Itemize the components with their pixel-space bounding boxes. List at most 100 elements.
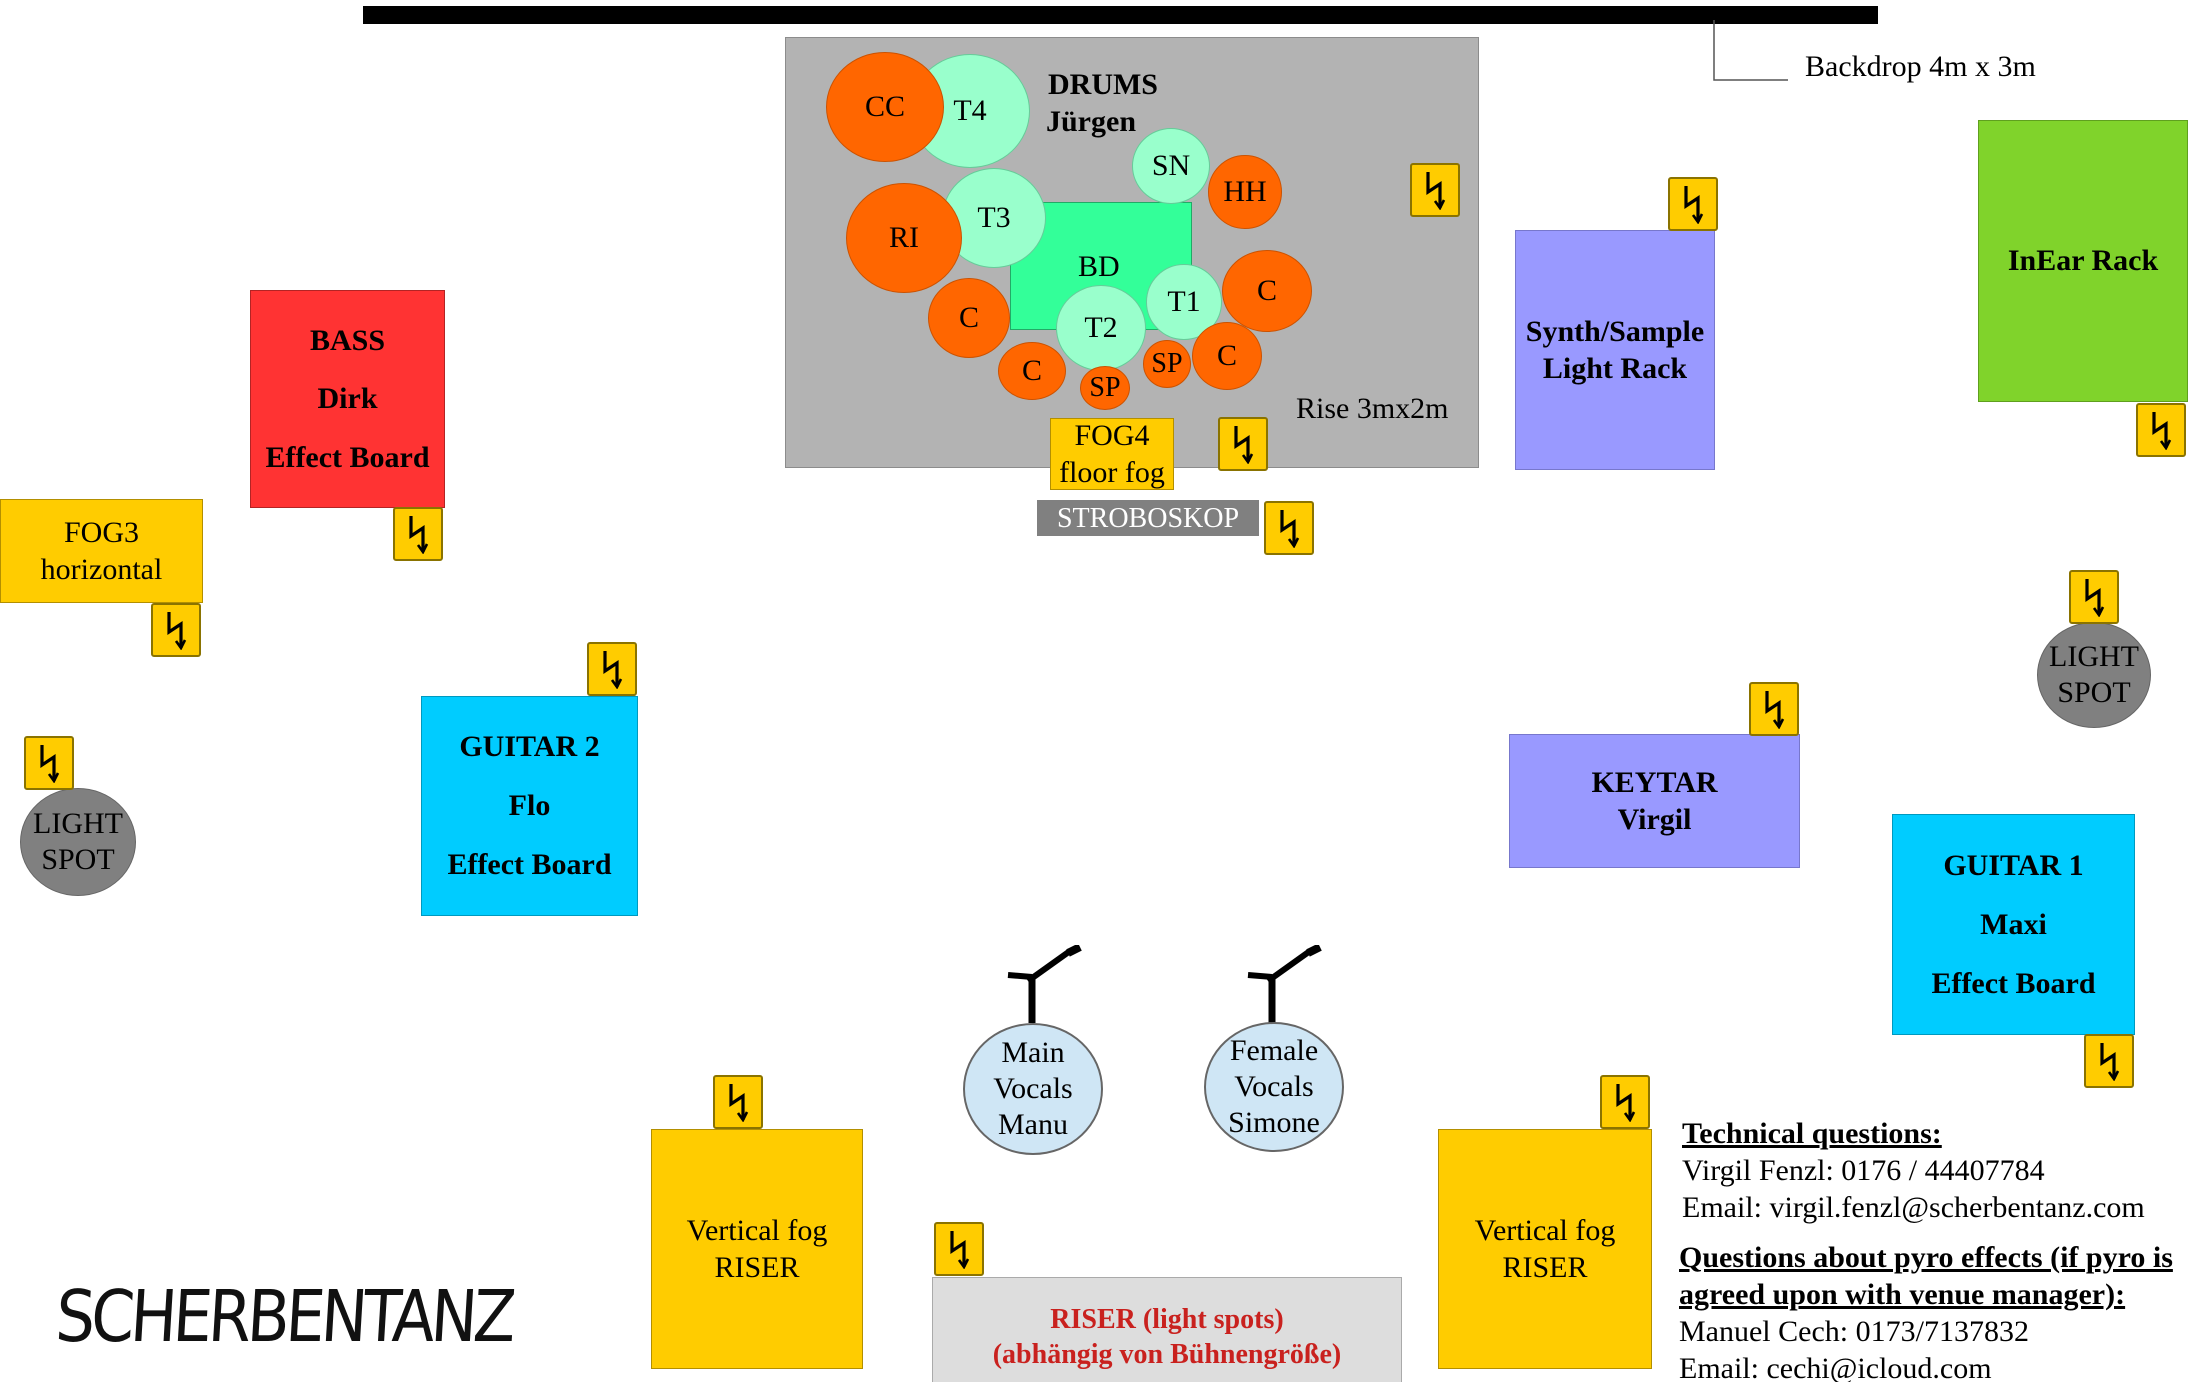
bass-title: BASS (309, 323, 386, 357)
lightning-bolt-icon (405, 514, 431, 554)
vertical-fog-right-sublabel: RISER (1502, 1251, 1588, 1284)
technical-contact-name: Virgil Fenzl: 0176 / 44407784 (1682, 1153, 2045, 1187)
lightning-bolt-icon (163, 610, 189, 650)
fog3-label: FOG3 (63, 515, 139, 549)
fog3-sublabel: horizontal (40, 553, 163, 586)
light-riser-sublabel: (abhängig von Bühnengröße) (992, 1339, 1342, 1370)
lightning-bolt-icon (1680, 184, 1706, 224)
splash-cymbal-2-label: SP (1089, 372, 1121, 404)
guitar-2-title: GUITAR 2 (459, 730, 600, 764)
ride-cymbal: RI (846, 183, 962, 293)
guitar-2-effect-board: Effect Board (447, 848, 612, 882)
stroboskop-label: STROBOSKOP (1056, 502, 1240, 534)
pyro-contact-email: Email: cechi@icloud.com (1679, 1351, 1992, 1382)
vertical-fog-riser-right: Vertical fog RISER (1438, 1129, 1652, 1369)
hi-hat: HH (1208, 155, 1282, 229)
light-spot-right: LIGHT SPOT (2037, 622, 2151, 728)
guitar-2-player: Flo (508, 789, 551, 823)
light-spot-right-sublabel: SPOT (2057, 676, 2131, 709)
crash-cymbal-3-label: C (1216, 339, 1237, 372)
pyro-heading-line-1: Questions about pyro effects (if pyro is (1679, 1241, 2173, 1274)
china-cymbal-label: CC (864, 90, 906, 123)
china-cymbal: CC (826, 52, 944, 162)
female-vocals-label: Female (1229, 1034, 1319, 1067)
power-light-spot-right (2069, 570, 2119, 624)
contact-technical: Technical questions: Virgil Fenzl: 0176 … (1682, 1116, 2145, 1227)
lightning-bolt-icon (1276, 508, 1302, 548)
tom-2: T2 (1056, 285, 1146, 371)
backdrop-bar (363, 6, 1878, 24)
tom-2-label: T2 (1084, 311, 1118, 344)
female-vocals-label-2: Vocals (1234, 1070, 1314, 1103)
lightning-bolt-icon (1230, 424, 1256, 464)
keytar-position: KEYTAR Virgil (1509, 734, 1800, 868)
power-light-riser (934, 1222, 984, 1276)
bass-player: Dirk (317, 382, 378, 416)
main-vocals-name: Manu (998, 1108, 1068, 1141)
guitar-1-player: Maxi (1980, 907, 2047, 941)
lightning-bolt-icon (946, 1229, 972, 1269)
vertical-fog-left-label: Vertical fog (686, 1213, 828, 1247)
tom-4-label: T4 (953, 94, 987, 127)
power-fog4 (1218, 417, 1268, 471)
ride-cymbal-label: RI (889, 221, 919, 254)
bass-drum-label: BD (1078, 250, 1120, 283)
snare-drum-label: SN (1151, 149, 1191, 182)
main-vocals-position: Main Vocals Manu (963, 1023, 1103, 1155)
vertical-fog-right-label: Vertical fog (1474, 1213, 1616, 1247)
guitar-1-title: GUITAR 1 (1943, 848, 2084, 882)
crash-cymbal-3: C (1192, 322, 1262, 390)
keytar-title: KEYTAR (1591, 765, 1718, 799)
power-bass (393, 507, 443, 561)
synth-rack-sublabel: Light Rack (1542, 352, 1688, 385)
lightning-bolt-icon (2148, 410, 2174, 450)
light-spot-left-sublabel: SPOT (41, 843, 115, 876)
light-spot-right-label: LIGHT (2049, 640, 2139, 673)
tom-3-label: T3 (977, 201, 1011, 234)
guitar-1-effect-board: Effect Board (1931, 966, 2096, 1000)
drum-riser-size: Rise 3mx2m (1296, 392, 1449, 425)
keytar-player: Virgil (1617, 803, 1692, 836)
power-light-spot-left (24, 736, 74, 790)
main-vocals-label-2: Vocals (993, 1072, 1073, 1105)
splash-cymbal-1: SP (1143, 340, 1191, 388)
crash-cymbal-2: C (1222, 250, 1312, 332)
crash-cymbal-4: C (998, 342, 1066, 400)
power-vertical-fog-left (713, 1075, 763, 1129)
bass-effect-board: Effect Board (265, 440, 430, 474)
lightning-bolt-icon (1612, 1082, 1638, 1122)
power-fog3 (151, 603, 201, 657)
synth-sample-light-rack: Synth/Sample Light Rack (1515, 230, 1715, 470)
fog4-sublabel: floor fog (1059, 456, 1165, 489)
lightning-bolt-icon (2096, 1041, 2122, 1081)
pyro-contact-name: Manuel Cech: 0173/7137832 (1679, 1314, 2029, 1348)
backdrop-pointer-line (1713, 20, 1788, 81)
lightning-bolt-icon (599, 649, 625, 689)
crash-cymbal-1: C (928, 278, 1010, 358)
vertical-fog-left-sublabel: RISER (714, 1251, 800, 1284)
female-vocals-position: Female Vocals Simone (1204, 1022, 1344, 1152)
drums-title: DRUMS (1048, 68, 1158, 101)
technical-contact-email: Email: virgil.fenzl@scherbentanz.com (1682, 1190, 2145, 1224)
power-synth-rack (1668, 177, 1718, 231)
light-spots-riser: RISER (light spots) (abhängig von Bühnen… (932, 1277, 1402, 1382)
tom-1-label: T1 (1167, 285, 1201, 318)
microphone-stand-icon (1247, 945, 1322, 1023)
power-stroboskop (1264, 501, 1314, 555)
crash-cymbal-1-label: C (958, 301, 979, 334)
synth-rack-label: Synth/Sample (1525, 314, 1705, 348)
fog3-horizontal: FOG3 horizontal (0, 499, 203, 603)
lightning-bolt-icon (1422, 170, 1448, 210)
fog4-floor-fog: FOG4 floor fog (1050, 418, 1174, 490)
backdrop-label: Backdrop 4m x 3m (1805, 50, 2036, 83)
crash-cymbal-2-label: C (1256, 274, 1277, 307)
lightning-bolt-icon (2081, 577, 2107, 617)
power-keytar (1749, 682, 1799, 736)
female-vocals-name: Simone (1228, 1106, 1320, 1139)
fog4-label: FOG4 (1074, 418, 1150, 452)
lightning-bolt-icon (725, 1082, 751, 1122)
guitar-1-position: GUITAR 1 Maxi Effect Board (1892, 814, 2135, 1035)
lightning-bolt-icon (1761, 689, 1787, 729)
main-vocals-label: Main (1001, 1036, 1065, 1069)
power-drums (1410, 163, 1460, 217)
